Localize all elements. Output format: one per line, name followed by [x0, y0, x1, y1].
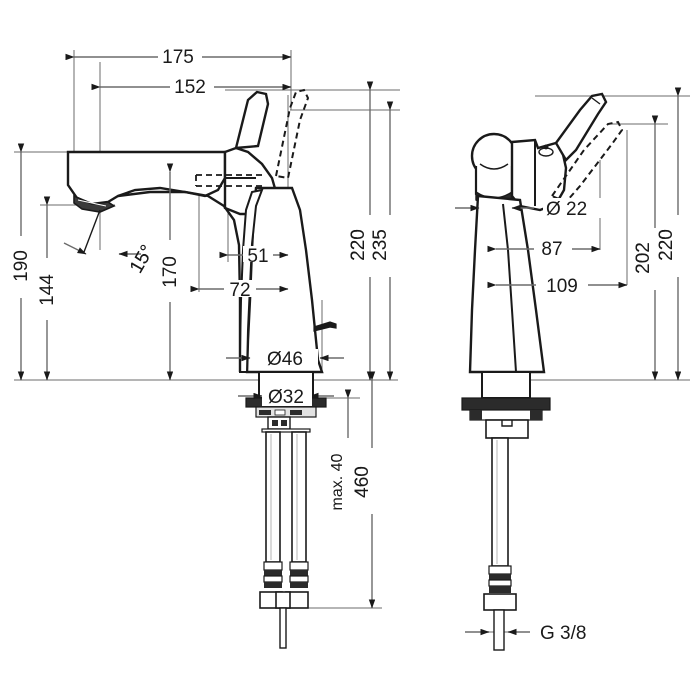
dim-label-190-top: 190 — [11, 250, 32, 282]
dim-label-109-top: 109 — [546, 276, 578, 297]
dim-label-72-top: 72 — [229, 280, 250, 301]
lever-handle — [234, 90, 270, 150]
side-threaded-tail — [493, 609, 505, 651]
dim-label-diameter-46-top: Ø46 — [267, 349, 303, 370]
side-lever-handle-alt — [550, 120, 624, 204]
side-mounting-flange — [461, 397, 551, 411]
front-view-faucet — [66, 88, 337, 649]
internal-channel-hidden — [195, 174, 262, 187]
dim-label-thread-g38-top: G 3/8 — [540, 623, 586, 644]
dim-label-202-top: 202 — [633, 242, 654, 274]
dim-label-235-top: 235 — [370, 229, 391, 261]
dim-label-87-top: 87 — [541, 239, 562, 260]
pop-up-rod — [313, 321, 337, 332]
side-supply-hose — [491, 437, 509, 567]
label-backdrops — [13, 48, 682, 642]
supply-hose-right — [291, 431, 307, 563]
lever-handle-alt-position — [274, 88, 310, 180]
dim-label-170-top: 170 — [160, 256, 181, 288]
dim-label-diameter-22-top: Ø 22 — [546, 199, 587, 220]
side-hose-fitting — [488, 565, 512, 593]
hose-fitting-left — [263, 561, 283, 588]
dim-label-175-top: 175 — [162, 47, 194, 68]
dim-label-51-top: 51 — [247, 246, 268, 267]
dim-label-max-40-top: max. 40 — [329, 453, 346, 510]
hose-fitting-right — [289, 561, 309, 588]
side-mounting-nut — [485, 419, 529, 439]
drain-pull-rod — [279, 607, 287, 649]
side-hex-nut — [483, 593, 517, 611]
dim-label-152-top: 152 — [174, 77, 206, 98]
side-mounting-shank — [481, 371, 531, 399]
dim-label-220-front-top: 220 — [348, 229, 369, 261]
angle-leader-lines — [63, 209, 141, 258]
dim-label-220-side-top: 220 — [656, 229, 677, 261]
side-lever-handle — [554, 92, 608, 162]
supply-hose-left — [265, 431, 281, 563]
dim-label-diameter-32-top: Ø32 — [268, 387, 304, 408]
dim-label-460-top: 460 — [352, 466, 373, 498]
side-column-edge — [502, 203, 517, 373]
dim-label-144-top: 144 — [37, 274, 58, 306]
outlet-collar — [474, 166, 514, 201]
